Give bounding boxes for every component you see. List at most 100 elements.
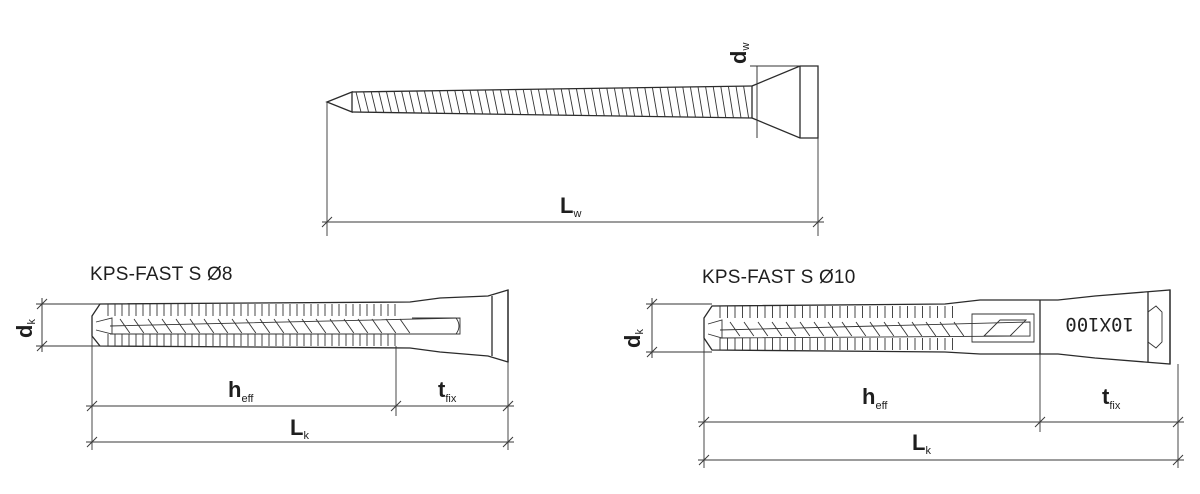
anchor-10-screw-threads [729,321,965,337]
screw-head [751,65,819,139]
hatch-line [545,89,552,115]
anchor-8-L-label: Lk [290,415,309,442]
hatch-line [133,318,145,334]
hatch-line [378,91,385,113]
hatch-line [799,321,811,337]
hatch-line [712,86,719,118]
screw-L-label: Lw [560,193,581,220]
hatch-line [147,318,159,334]
hatch-line [598,88,605,116]
anchor-10-embedment-dimension: heff tfix [698,338,1184,468]
hatch-line [659,87,666,117]
anchor-8-t-label: tfix [438,377,457,405]
anchor-8-ribs [107,304,396,346]
hatch-line [689,86,696,118]
hatch-line [743,321,755,337]
anchor-10-marking: 10X100 [1065,313,1134,335]
hatch-line [667,87,674,117]
hatch-line [393,91,400,113]
hatch-line [841,321,853,337]
hatch-line [568,88,575,116]
hatch-line [408,91,415,113]
hatch-line [771,321,783,337]
hatch-line [727,86,734,118]
hatch-line [446,90,453,114]
hatch-line [484,89,491,115]
hatch-line [231,318,243,334]
anchor-10-window [971,313,1035,343]
anchor-10-title: KPS-FAST S Ø10 [702,267,855,288]
anchor-10-t-label: tfix [1102,384,1121,412]
hatch-line [621,87,628,117]
hatch-line [560,88,567,116]
hatch-line [606,88,613,116]
hatch-line [370,91,377,113]
hatch-line [883,321,895,337]
screw-threads [355,86,750,118]
anchor-10-h-label: heff [862,384,888,412]
hatch-line [911,321,923,337]
anchor-8-title: KPS-FAST S Ø8 [90,264,233,285]
hatch-line [217,318,229,334]
hatch-line [329,318,341,334]
hatch-line [522,89,529,115]
hatch-line [636,87,643,117]
anchor-8-length-dimension: Lk [86,415,514,448]
anchor-10-ribs [719,306,953,350]
hatch-line [705,86,712,118]
hatch-line [371,318,383,334]
anchor-8-sleeve [91,289,509,363]
hatch-line [757,321,769,337]
hatch-line [301,318,313,334]
hatch-line [189,318,201,334]
anchor-10-length-dimension: Lk [698,430,1184,466]
hatch-line [720,86,727,118]
anchor-8-screw-threads [119,318,411,334]
anchor-8-d-label: dk [12,319,38,338]
hatch-line [469,90,476,114]
hatch-line [735,86,742,118]
anchor-8-embedment-dimension: heff tfix [86,336,514,450]
hatch-line [613,87,620,117]
hatch-line [925,321,937,337]
hatch-line [477,90,484,114]
hatch-line [431,90,438,114]
hatch-line [399,318,411,334]
hatch-line [855,321,867,337]
hatch-line [583,88,590,116]
hatch-line [869,321,881,337]
anchor-8-h-label: heff [228,377,254,405]
screw-length-dimension: Lw [321,102,824,236]
hatch-line [439,90,446,114]
hatch-line [953,321,965,337]
hatch-line [507,89,514,115]
hatch-line [644,87,651,117]
hatch-line [385,318,397,334]
hatch-line [401,91,408,113]
hatch-line [939,321,951,337]
hatch-line [259,318,271,334]
hatch-line [416,90,423,114]
hatch-line [682,86,689,118]
anchor-8-tip [95,317,113,335]
hatch-line [287,318,299,334]
anchor-8-diameter-dimension: dk [12,298,100,352]
hatch-line [119,318,131,334]
screw-diameter-dimension: dw [726,43,800,138]
hatch-line [785,321,797,337]
anchor-10-slot [982,319,1028,337]
hatch-line [813,321,825,337]
hatch-line [674,87,681,117]
anchor-10-head-recess [1147,305,1163,349]
anchor-8-inner-screw [109,317,461,335]
hatch-line [385,91,392,113]
hatch-line [245,318,257,334]
screw-d-label: dw [726,43,752,64]
hatch-line [454,90,461,114]
hatch-line [492,89,499,115]
hatch-line [273,318,285,334]
screw-drawing [325,65,819,139]
hatch-line [537,89,544,115]
